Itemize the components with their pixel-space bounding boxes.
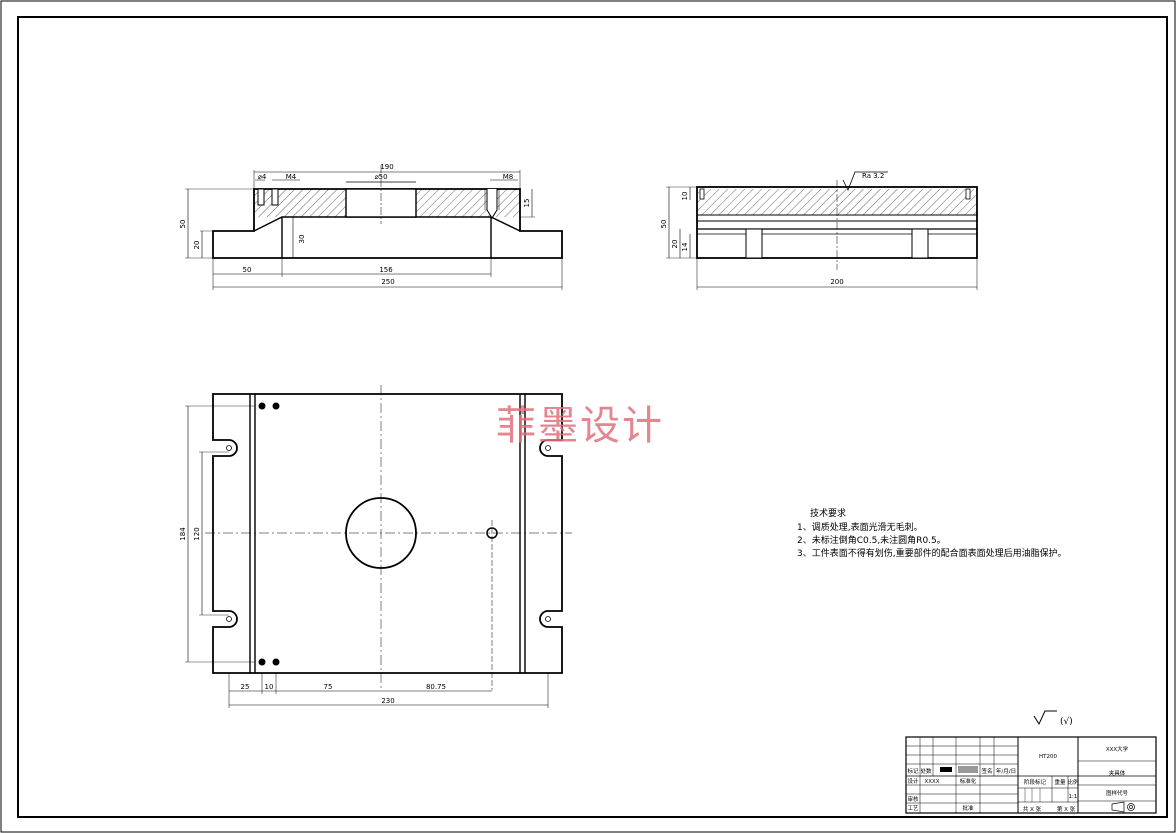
- tb-review-label: 审核: [907, 795, 919, 803]
- dim-m8: M8: [503, 173, 514, 181]
- tb-school: XXX大学: [1106, 745, 1129, 753]
- dim-m4: M4: [286, 173, 297, 181]
- tb-count-label: 处数: [920, 767, 932, 775]
- dim-20: 20: [193, 241, 201, 250]
- tb-material: HT200: [1039, 754, 1057, 760]
- tb-part-name: 夹具体: [1109, 769, 1126, 777]
- tb-scale: 1:1: [1069, 794, 1078, 800]
- front-section-left: [254, 189, 346, 217]
- dim-50: 50: [243, 266, 252, 274]
- tb-sheets: 共 X 张: [1023, 805, 1042, 813]
- tb-design-label: 设计: [907, 777, 919, 785]
- plan-dim-184: 184: [179, 527, 187, 541]
- dim-190: 190: [380, 163, 393, 171]
- dim-15: 15: [523, 199, 531, 208]
- side-view: Ra 3.2 200 50 20 10 14: [660, 171, 978, 290]
- tb-mark-label: 标记: [907, 767, 919, 775]
- plan-dim-25: 25: [241, 683, 250, 691]
- tech-title: 技术要求: [810, 507, 846, 519]
- dim-height-50: 50: [179, 220, 187, 229]
- tech-requirements: 技术要求 1、调质处理,表面光滑无毛刺。 2、未标注倒角C0.5,未注圆角R0.…: [797, 507, 1067, 559]
- tb-approve-label: 批准: [962, 804, 974, 812]
- plan-dim-10: 10: [265, 683, 274, 691]
- plan-dim-120: 120: [193, 527, 201, 540]
- inner-border: [17, 16, 1168, 818]
- dim-200: 200: [830, 278, 843, 286]
- plan-dim-75: 75: [324, 683, 333, 691]
- watermark: 菲墨设计: [496, 403, 664, 449]
- dim-156: 156: [379, 266, 393, 274]
- tb-designer: XXXX: [924, 779, 939, 785]
- tb-weight-label: 重量: [1054, 778, 1066, 786]
- tb-date-label: 年/月/日: [996, 767, 1016, 775]
- tech-item-1: 1、调质处理,表面光滑无毛刺。: [797, 521, 923, 533]
- tech-item-2: 2、未标注倒角C0.5,未注圆角R0.5。: [797, 534, 946, 546]
- title-block: HT200 XXX大学 夹具体 图样代号 比例 1:1 重量 阶段标记 标记 处…: [905, 736, 1157, 814]
- front-section-right: [416, 189, 520, 217]
- tb-standard-label: 标准化: [960, 777, 977, 785]
- plan-view: 184 120 25 10 75 80.75 230: [179, 385, 572, 708]
- surface-symbol-text: (√): [1060, 716, 1073, 727]
- plan-hole-tl1: [258, 402, 266, 410]
- roughness-label: Ra 3.2: [862, 172, 884, 180]
- front-view: 190 250 50 156 50 20 30 ⌀50 M4 ⌀4 M8 15: [179, 163, 563, 290]
- tb-scale-label: 比例: [1067, 778, 1079, 786]
- general-surface-symbol: (√): [1033, 710, 1073, 727]
- side-dim-14: 14: [681, 242, 689, 251]
- side-dim-50: 50: [660, 220, 668, 229]
- plan-hole-bl1: [258, 658, 266, 666]
- dim-30: 30: [298, 235, 306, 244]
- tb-process-label: 工艺: [907, 805, 919, 812]
- tb-stage-label: 阶段标记: [1024, 778, 1047, 786]
- side-dim-10: 10: [681, 192, 689, 201]
- side-dim-20: 20: [671, 240, 679, 249]
- tb-sheet-no: 第 X 张: [1057, 805, 1076, 813]
- plan-dim-230: 230: [381, 697, 394, 705]
- dim-bore: ⌀50: [374, 173, 387, 181]
- plan-hole-bl2: [272, 658, 280, 666]
- plan-dim-8075: 80.75: [426, 683, 446, 691]
- dim-250: 250: [381, 278, 394, 286]
- tb-sign-label: 签名: [981, 767, 992, 775]
- tech-item-3: 3、工件表面不得有划伤,重要部件的配合面表面处理后用油脂保护。: [797, 547, 1067, 559]
- plan-hole-tl2: [272, 402, 280, 410]
- dim-pin: ⌀4: [258, 173, 267, 181]
- tb-drawing-no: 图样代号: [1106, 789, 1129, 797]
